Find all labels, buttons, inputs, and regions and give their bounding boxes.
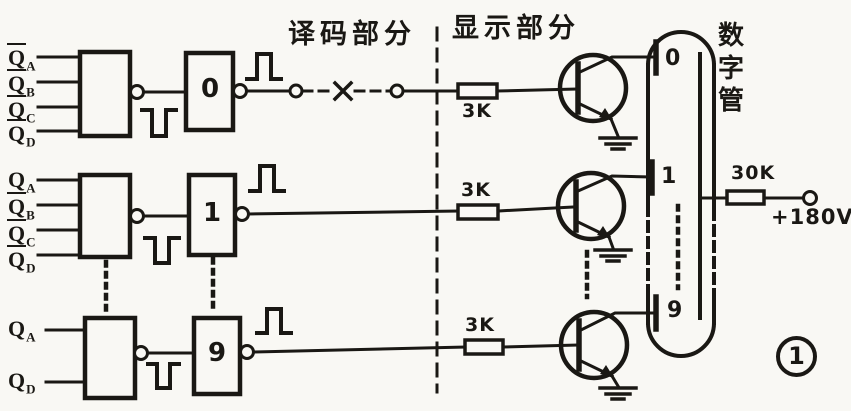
collector-wire: [578, 55, 658, 74]
input-label-q0b: QB: [7, 69, 35, 100]
nand-gate: [77, 49, 133, 139]
cathode-digit-9: 9: [667, 298, 683, 323]
base-resistor-label-1: 3K: [461, 179, 491, 201]
anode-resistor: [725, 189, 766, 206]
display-section-label: 显示部分: [452, 13, 580, 44]
ground-icon: [598, 386, 638, 401]
inverter-gate: [191, 315, 243, 397]
inversion-bubble-icon: [133, 345, 149, 361]
transistor-circle: [555, 170, 627, 242]
negative-pulse-icon: [143, 236, 181, 265]
positive-pulse-icon: [255, 307, 293, 335]
anode-supply-branch: [698, 189, 818, 206]
positive-pulse-icon: [248, 164, 286, 193]
open-terminal-icon: [389, 83, 405, 99]
row-0-decoder: [36, 49, 578, 139]
open-terminal-icon: [288, 83, 304, 99]
nixie-tube: [645, 30, 717, 358]
input-label-q0d: QD: [7, 119, 36, 150]
base-resistor-label-0: 3K: [462, 100, 492, 122]
transistor-circle: [557, 52, 629, 124]
input-label-q1a: QA: [8, 167, 36, 196]
negative-pulse-icon: [146, 362, 181, 390]
inversion-bubble-icon: [129, 84, 145, 100]
cathode-digit-1: 1: [661, 164, 677, 189]
transistor-circle: [558, 309, 630, 381]
omitted-rows-ellipsis: [103, 249, 590, 315]
emitter-wire: [609, 373, 621, 389]
row-9-decoder: [44, 307, 579, 401]
collector-wire: [576, 174, 652, 193]
input-label-q1b: QB: [7, 192, 35, 223]
x-break-icon: [332, 80, 354, 102]
row-9-driver-transistor: [558, 309, 657, 401]
input-label-q9d: QD: [8, 368, 36, 397]
row-1-decoder: [36, 164, 576, 265]
positive-pulse-icon: [245, 52, 283, 81]
emitter-arrow-icon: [597, 226, 611, 239]
wire: [247, 209, 460, 216]
tube-bottom-arc: [645, 320, 717, 358]
emitter-arrow-icon: [599, 108, 613, 121]
figure-number-badge: 1: [776, 336, 817, 377]
input-label-q0c: QC: [7, 95, 36, 126]
ground-icon: [593, 248, 633, 263]
nand-gate: [82, 315, 138, 401]
inverter-digit-0: 0: [200, 74, 220, 104]
base-resistor-label-9: 3K: [465, 314, 495, 336]
tube-top-arc: [645, 30, 717, 68]
negative-pulse-icon: [140, 108, 178, 138]
cathode-digit-0: 0: [665, 46, 681, 71]
inverter-digit-1: 1: [202, 198, 222, 228]
base-resistor: [456, 82, 499, 100]
decode-section-label: 译码部分: [288, 19, 416, 50]
ground-icon: [598, 136, 638, 151]
input-label-q9a: QA: [8, 316, 36, 345]
inverter-digit-9: 9: [207, 338, 227, 368]
inversion-bubble-icon: [239, 344, 255, 360]
emitter-wire: [609, 117, 620, 138]
input-label-q1c: QC: [7, 219, 36, 250]
wire: [496, 205, 576, 213]
wire: [252, 345, 467, 354]
base-resistor: [463, 338, 505, 356]
collector-wire: [578, 311, 657, 333]
inversion-bubble-icon: [232, 83, 248, 99]
nixie-tube-label: 数字管: [718, 21, 745, 116]
wire: [501, 343, 579, 349]
inversion-bubble-icon: [234, 206, 250, 222]
inversion-bubble-icon: [129, 208, 145, 224]
input-label-q1d: QD: [7, 245, 36, 276]
row-1-driver-transistor: [555, 170, 652, 263]
emitter-wire: [607, 235, 615, 250]
supply-terminal-icon: [802, 190, 818, 206]
wire: [495, 87, 578, 93]
input-label-q0a: QA: [7, 43, 36, 74]
anode-resistor-label: 30K: [731, 162, 776, 184]
emitter-arrow-icon: [600, 365, 614, 378]
nand-gate: [77, 172, 133, 260]
row-0-driver-transistor: [557, 52, 658, 151]
supply-voltage-label: +180V: [771, 205, 851, 229]
base-resistor: [456, 203, 500, 221]
